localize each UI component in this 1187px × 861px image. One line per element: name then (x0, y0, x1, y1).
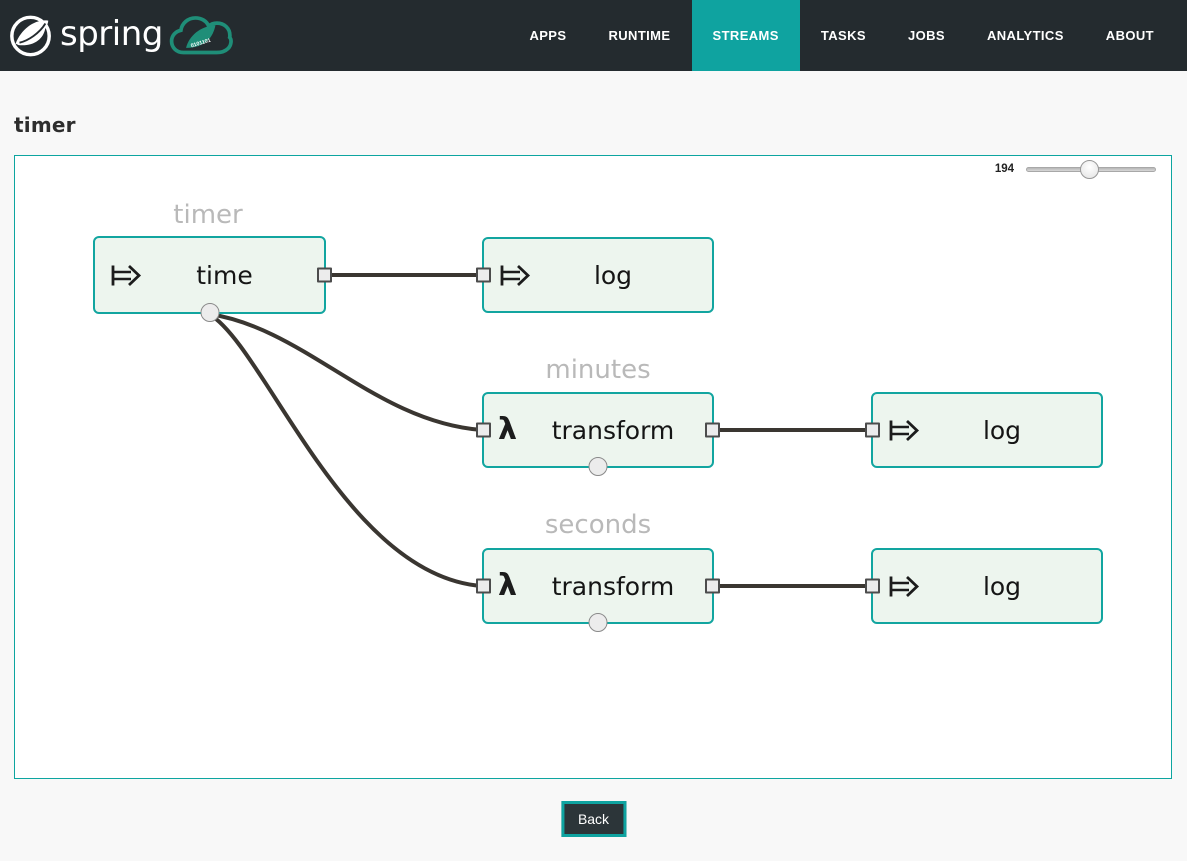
node-label: time (196, 260, 253, 290)
brand-logo[interactable]: spring 0101101 (0, 0, 233, 71)
output-port[interactable] (317, 267, 332, 283)
brand-name: spring (60, 13, 163, 54)
node-log-timer[interactable]: log (476, 237, 714, 313)
source-arrow-icon (887, 574, 923, 599)
node-label: log (982, 415, 1022, 445)
nav-item-analytics[interactable]: ANALYTICS (986, 28, 1064, 43)
stream-edge[interactable] (207, 312, 484, 588)
flow-canvas[interactable]: 194 timer minutes seconds time log λ transform… (14, 155, 1172, 779)
node-transform-seconds[interactable]: λ transform (476, 548, 720, 632)
input-port[interactable] (476, 578, 491, 594)
node-label: transform (551, 415, 675, 445)
nav-item-jobs[interactable]: JOBS (907, 28, 945, 43)
nav-item-apps[interactable]: APPS (529, 28, 567, 43)
input-port[interactable] (865, 422, 880, 438)
lambda-icon: λ (498, 412, 517, 447)
node-time[interactable]: time (93, 236, 332, 322)
zoom-control: 194 (994, 159, 1156, 179)
page-title: timer (14, 113, 76, 137)
stream-edge[interactable] (207, 312, 484, 432)
output-port[interactable] (705, 578, 720, 594)
back-button[interactable]: Back (560, 801, 627, 837)
input-port[interactable] (476, 267, 491, 283)
stream-name-label: minutes (545, 355, 651, 385)
nav-menu: APPS RUNTIME STREAMS TASKS JOBS ANALYTIC… (508, 0, 1187, 71)
spring-leaf-icon (8, 13, 54, 59)
source-arrow-icon (109, 263, 145, 288)
lambda-icon: λ (498, 568, 517, 603)
tap-port[interactable] (588, 613, 608, 632)
source-arrow-icon (887, 418, 923, 443)
cloud-digits: 0101101 (190, 37, 211, 49)
source-arrow-icon (498, 263, 534, 288)
zoom-slider-thumb[interactable] (1080, 159, 1099, 179)
node-label: transform (551, 571, 675, 601)
tap-port[interactable] (588, 457, 608, 476)
zoom-slider-track[interactable] (1026, 159, 1156, 179)
nav-item-runtime[interactable]: RUNTIME (608, 28, 671, 43)
top-navbar: spring 0101101 APPS RUNTIME STREAMS TASK… (0, 0, 1187, 71)
output-port[interactable] (705, 422, 720, 438)
input-port[interactable] (865, 578, 880, 594)
nav-item-tasks[interactable]: TASKS (820, 28, 866, 43)
nav-item-about[interactable]: ABOUT (1105, 28, 1154, 43)
zoom-value: 194 (994, 163, 1014, 175)
node-log-minutes[interactable]: log (865, 392, 1103, 468)
node-label: log (982, 571, 1022, 601)
stream-name-label: seconds (544, 510, 652, 540)
input-port[interactable] (476, 422, 491, 438)
tap-port[interactable] (200, 303, 219, 322)
node-label: log (593, 260, 633, 290)
cloud-dataflow-icon: 0101101 (169, 13, 233, 59)
stream-edges-layer (207, 273, 873, 588)
node-log-seconds[interactable]: log (865, 548, 1103, 624)
node-transform-minutes[interactable]: λ transform (476, 392, 720, 476)
stream-name-label: timer (173, 200, 243, 230)
nav-item-streams[interactable]: STREAMS (691, 0, 800, 71)
